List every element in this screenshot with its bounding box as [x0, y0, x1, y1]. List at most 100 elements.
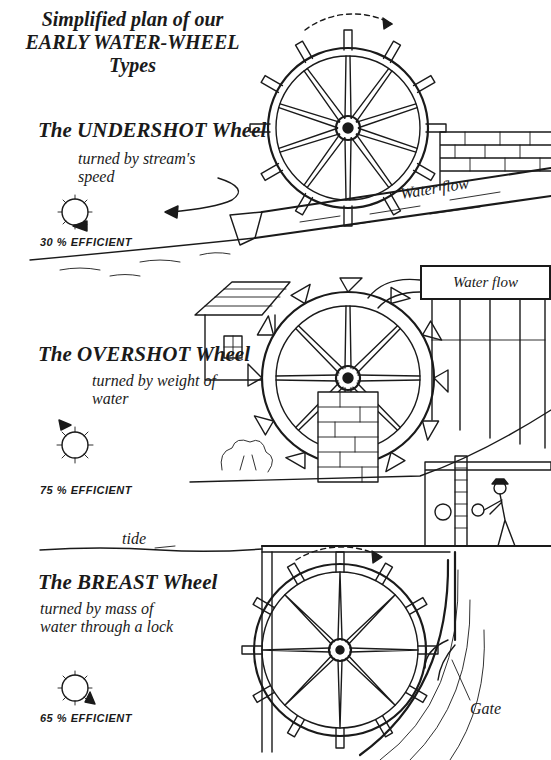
- breast-stone: [380, 570, 484, 760]
- flume-post: [432, 300, 545, 448]
- breast-wall: [360, 560, 448, 755]
- arrow-head: [372, 551, 382, 563]
- wheel-paddle: [253, 686, 274, 703]
- frame-post: [262, 546, 272, 752]
- wheel-spoke: [345, 306, 351, 368]
- platform: [262, 545, 551, 547]
- wheel-spoke: [357, 128, 418, 153]
- wheel-description: turned by stream's speed: [78, 150, 213, 187]
- wheel-name: The UNDERSHOT Wheel: [38, 118, 268, 142]
- gate-label: Gate: [470, 700, 530, 718]
- efficiency: 75 % EFFICIENT: [40, 484, 180, 497]
- wheel-spoke: [346, 593, 397, 644]
- wheel-paddle: [384, 41, 401, 62]
- symbol-tooth: [57, 427, 93, 463]
- wheel-spoke: [279, 103, 340, 128]
- wheel-bucket: [286, 445, 312, 468]
- wheel-spoke: [279, 128, 340, 153]
- wheel-spoke: [350, 648, 418, 652]
- wheel-rim: [254, 564, 426, 736]
- tide-label: tide: [122, 530, 172, 548]
- house-roof: [425, 462, 551, 546]
- wheel-spoke: [353, 325, 401, 373]
- platform: [262, 551, 450, 552]
- speed-arrow: [170, 178, 238, 212]
- wheel-spoke: [351, 68, 392, 122]
- wheel-paddle: [376, 563, 393, 584]
- breast-symbol: [58, 671, 95, 705]
- wheel-axle: [343, 373, 353, 383]
- stone-pier: [318, 392, 378, 482]
- flume-edge: [255, 196, 551, 238]
- wheel-hub: [336, 366, 360, 390]
- water-ripple: [60, 253, 230, 276]
- wheel-paddle: [406, 598, 427, 615]
- wheel-hub: [329, 639, 351, 661]
- roof-shingle: [205, 289, 286, 306]
- wheel-paddle: [261, 164, 282, 181]
- overshot-symbol: [57, 420, 93, 463]
- wheel-spoke: [345, 138, 351, 200]
- wheel-spoke: [338, 660, 342, 728]
- pier-outline: [318, 392, 378, 482]
- wheel-paddle: [261, 76, 282, 93]
- diagram-title: Simplified plan of our EARLY WATER-WHEEL…: [25, 8, 240, 77]
- wheel-paddle: [242, 646, 262, 654]
- wheel-description: turned by weight of water: [92, 372, 217, 409]
- wheel-paddle: [336, 728, 344, 748]
- wheel-bucket: [434, 370, 448, 392]
- wheel-spoke: [345, 56, 351, 118]
- tide-arrow: [155, 546, 175, 548]
- ground-line: [190, 410, 551, 482]
- wheel-name: The BREAST Wheel: [38, 570, 268, 594]
- wheel-bucket: [257, 316, 280, 342]
- symbol-arrow: [73, 221, 87, 231]
- arrow-head: [165, 206, 178, 218]
- wheel-spoke: [283, 593, 334, 644]
- wheel-spoke: [276, 375, 338, 381]
- rack-tooth: [455, 468, 467, 528]
- wheel-rim: [276, 56, 420, 200]
- gate-leader: [452, 660, 470, 700]
- wheel-paddle: [414, 164, 435, 181]
- falling-water: [368, 279, 420, 308]
- flume-box: Water flow: [420, 265, 551, 300]
- wheel-paddle: [344, 206, 352, 226]
- efficiency: 65 % EFFICIENT: [40, 712, 180, 725]
- man-hat: [492, 479, 508, 484]
- wheel-paddle: [296, 41, 313, 62]
- wheel-spoke: [351, 134, 392, 188]
- symbol-arrow: [85, 692, 95, 704]
- water-ripple: [300, 192, 500, 228]
- man-body: [484, 494, 515, 546]
- gate-rack: [455, 456, 467, 546]
- wheel-spoke: [357, 103, 418, 128]
- wheel-spoke: [283, 656, 334, 707]
- wheel-axle: [336, 646, 344, 654]
- wheel-name: The OVERSHOT Wheel: [38, 342, 268, 366]
- efficiency: 30 % EFFICIENT: [40, 236, 180, 249]
- flume-edge: [262, 168, 551, 212]
- wheel-paddle: [288, 563, 305, 584]
- wheel-bucket: [254, 409, 277, 435]
- wheel-bucket: [415, 414, 438, 440]
- gate-water: [425, 640, 455, 680]
- wheel-paddle: [344, 30, 352, 50]
- mill-roof: [195, 282, 290, 315]
- bush: [221, 440, 272, 472]
- wheel-spoke: [303, 68, 344, 122]
- wheel-bucket: [379, 448, 405, 471]
- gear: [435, 504, 451, 520]
- wheel-spoke: [358, 375, 420, 381]
- gate-house: [425, 456, 551, 546]
- wheel-rim: [262, 572, 418, 728]
- wheel-paddle: [426, 124, 446, 132]
- wheel-paddle: [414, 76, 435, 93]
- wheel-paddle: [253, 598, 274, 615]
- undershot-symbol: [58, 195, 92, 231]
- wheel-bucket: [418, 321, 441, 347]
- wheel-bucket: [291, 284, 317, 307]
- wheel-spoke: [346, 656, 397, 707]
